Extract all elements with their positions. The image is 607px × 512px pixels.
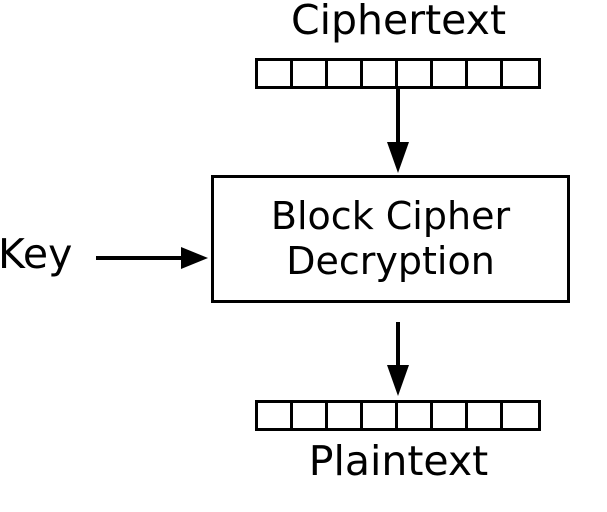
ciphertext-cell — [433, 61, 468, 86]
right-arrow-key-to-box — [96, 247, 208, 269]
ciphertext-cell — [503, 61, 538, 86]
plaintext-cell — [398, 403, 433, 428]
ciphertext-label: Ciphertext — [290, 0, 507, 44]
plaintext-label: Plaintext — [308, 437, 489, 485]
plaintext-cell — [468, 403, 503, 428]
key-label: Key — [0, 230, 73, 278]
ciphertext-block-bar — [255, 58, 541, 89]
ciphertext-cell — [468, 61, 503, 86]
ciphertext-cell — [328, 61, 363, 86]
block-cipher-decryption-box: Block Cipher Decryption — [211, 175, 570, 303]
plaintext-cell — [293, 403, 328, 428]
ciphertext-cell — [258, 61, 293, 86]
plaintext-cell — [328, 403, 363, 428]
plaintext-cell — [258, 403, 293, 428]
down-arrow-box-to-plaintext — [387, 322, 409, 396]
plaintext-block-bar — [255, 400, 541, 431]
cipher-box-line-1: Block Cipher — [270, 194, 511, 239]
plaintext-cell — [503, 403, 538, 428]
plaintext-cell — [363, 403, 398, 428]
ciphertext-cell — [293, 61, 328, 86]
down-arrow-ciphertext-to-box — [387, 89, 409, 173]
cipher-box-line-2: Decryption — [286, 239, 495, 283]
ciphertext-cell — [363, 61, 398, 86]
ciphertext-cell — [398, 61, 433, 86]
plaintext-cell — [433, 403, 468, 428]
